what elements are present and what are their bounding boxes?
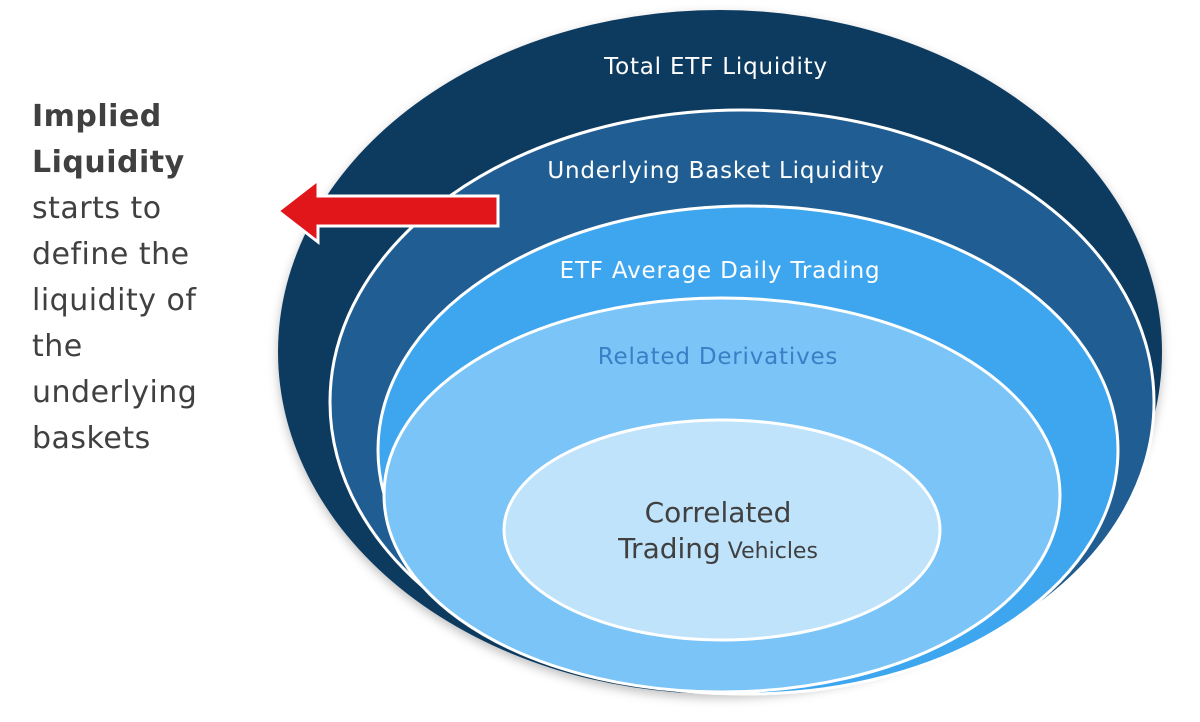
core-label-vehicles: Vehicles <box>721 539 818 564</box>
ring-label-total-etf-liquidity: Total ETF Liquidity <box>603 54 828 80</box>
core-correlated-trading-vehicles <box>502 418 942 642</box>
caption-line-6: baskets <box>32 421 151 456</box>
core-label-trading: Trading <box>617 532 721 565</box>
implied-liquidity-caption: Implied Liquidity starts to define the l… <box>32 94 262 462</box>
core-label-line-1: Correlated <box>645 496 792 529</box>
caption-line-3: liquidity of <box>32 283 197 318</box>
caption-line-2: define the <box>32 237 190 272</box>
caption-bold-line-2: Liquidity <box>32 145 185 180</box>
left-arrow-icon <box>275 176 500 246</box>
caption-bold-line-1: Implied <box>32 99 162 134</box>
ring-label-related-derivatives: Related Derivatives <box>598 344 838 370</box>
ring-label-etf-average-daily-trading: ETF Average Daily Trading <box>560 258 881 284</box>
caption-line-4: the <box>32 329 83 364</box>
core-label-line-2: Trading Vehicles <box>617 532 818 565</box>
caption-line-5: underlying <box>32 375 198 410</box>
ring-label-underlying-basket-liquidity: Underlying Basket Liquidity <box>547 158 884 184</box>
caption-line-1: starts to <box>32 191 162 226</box>
